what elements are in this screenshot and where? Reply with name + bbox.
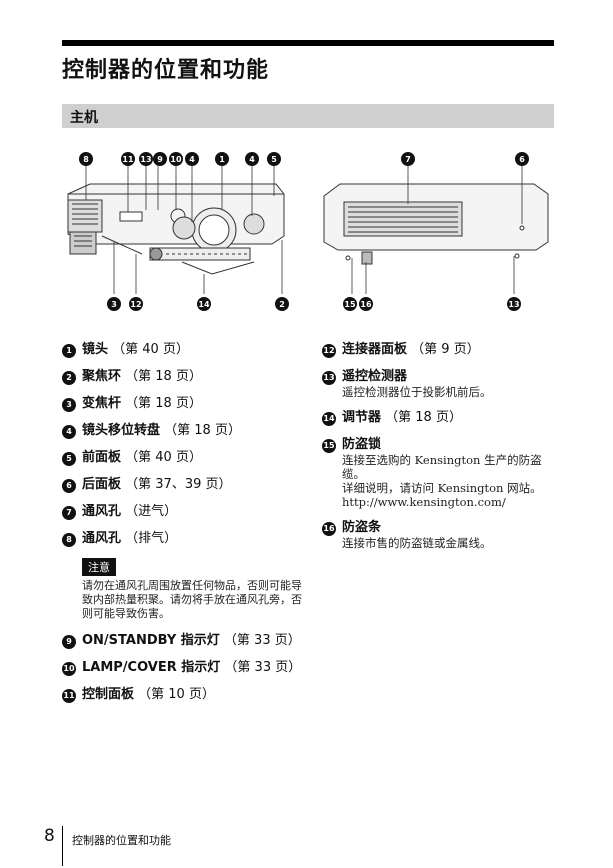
badge-5: 5 bbox=[267, 152, 281, 166]
title-rule bbox=[62, 40, 554, 46]
svg-text:13: 13 bbox=[140, 155, 151, 164]
kensington-url: http://www.kensington.com/ bbox=[342, 495, 506, 509]
badge-13b: 13 bbox=[507, 297, 521, 311]
badge-1: 1 bbox=[215, 152, 229, 166]
badge-8: 8 bbox=[79, 152, 93, 166]
badge-10: 10 bbox=[169, 152, 183, 166]
svg-text:3: 3 bbox=[111, 300, 117, 309]
badge-14: 14 bbox=[197, 297, 211, 311]
badge-7: 7 bbox=[401, 152, 415, 166]
page-title: 控制器的位置和功能 bbox=[62, 58, 270, 83]
svg-text:15: 15 bbox=[344, 300, 356, 309]
rear-projector-drawing bbox=[323, 183, 549, 265]
projector-figures: 8 11 13 9 10 4 1 4 5 3 12 14 2 7 6 15 16… bbox=[67, 152, 549, 311]
svg-text:8: 8 bbox=[83, 155, 89, 164]
badge-12: 12 bbox=[129, 297, 143, 311]
item-description: 遥控检测器位于投影机前后。 bbox=[342, 385, 492, 399]
svg-text:14: 14 bbox=[198, 300, 210, 309]
item-description-more: 详细说明，请访问 Kensington 网站。 bbox=[342, 481, 542, 495]
svg-text:5: 5 bbox=[271, 155, 277, 164]
badge-6: 6 bbox=[515, 152, 529, 166]
front-projector-drawing bbox=[67, 183, 285, 275]
badge-4b: 4 bbox=[245, 152, 259, 166]
caution-tag: 注意 bbox=[82, 558, 116, 576]
svg-text:10: 10 bbox=[170, 155, 182, 164]
item-description: 连接市售的防盗链或金属线。 bbox=[342, 536, 492, 550]
section-title: 主机 bbox=[70, 110, 98, 126]
svg-text:12: 12 bbox=[130, 300, 141, 309]
footer-title: 控制器的位置和功能 bbox=[72, 834, 171, 847]
badge-9: 9 bbox=[153, 152, 167, 166]
svg-text:7: 7 bbox=[405, 155, 411, 164]
caution-note: 注意 请勿在通风孔周围放置任何物品，否则可能导致内部热量积聚。请勿将手放在通风孔… bbox=[82, 556, 302, 621]
badge-4a: 4 bbox=[185, 152, 199, 166]
svg-text:13: 13 bbox=[508, 300, 519, 309]
badge-15: 15 bbox=[343, 297, 357, 311]
footer-rule bbox=[62, 826, 63, 866]
badge-3: 3 bbox=[107, 297, 121, 311]
svg-text:2: 2 bbox=[279, 300, 285, 309]
badge-11: 11 bbox=[121, 152, 135, 166]
svg-text:9: 9 bbox=[157, 155, 163, 164]
svg-text:16: 16 bbox=[360, 300, 372, 309]
caution-text: 请勿在通风孔周围放置任何物品，否则可能导致内部热量积聚。请勿将手放在通风孔旁，否… bbox=[82, 579, 302, 620]
badge-2: 2 bbox=[275, 297, 289, 311]
badge-16: 16 bbox=[359, 297, 373, 311]
svg-text:11: 11 bbox=[122, 155, 134, 164]
svg-text:4: 4 bbox=[189, 155, 195, 164]
item-description: 连接至选购的 Kensington 生产的防盗缆。 bbox=[342, 453, 542, 481]
page-number: 8 bbox=[44, 826, 55, 846]
svg-text:1: 1 bbox=[219, 155, 225, 164]
callout-lines bbox=[85, 162, 523, 294]
badge-13a: 13 bbox=[139, 152, 153, 166]
svg-text:4: 4 bbox=[249, 155, 255, 164]
section-header: 主机 bbox=[62, 104, 554, 128]
svg-text:6: 6 bbox=[519, 155, 525, 164]
